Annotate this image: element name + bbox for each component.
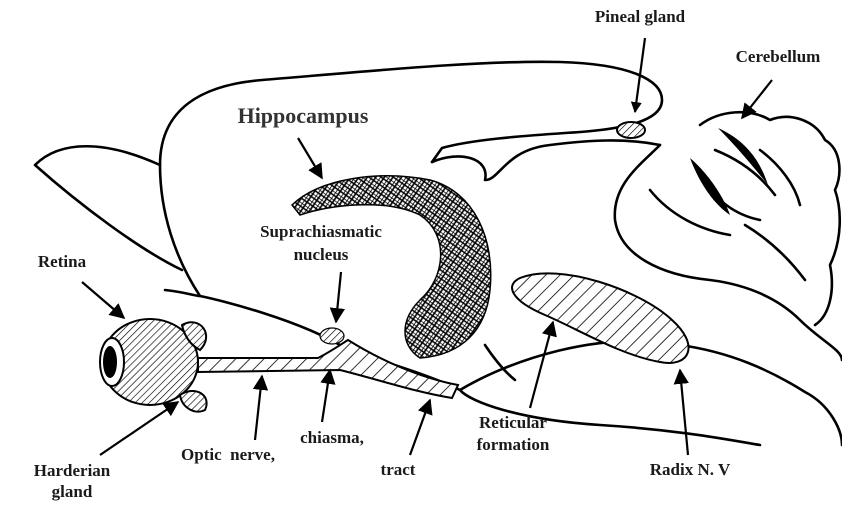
olfactory-bulb-outline: [35, 146, 200, 296]
label-harderian-line2: gland: [52, 482, 93, 501]
label-chiasma: chiasma,: [300, 428, 364, 447]
suprachiasmatic-nucleus-region: [320, 328, 344, 344]
label-optic-nerve: Optic nerve,: [181, 445, 275, 464]
radix-region: [512, 273, 688, 363]
label-pineal-gland: Pineal gland: [595, 7, 686, 26]
cerebellum-folium: [690, 158, 730, 215]
pupil: [103, 346, 117, 378]
chiasma-arrow: [322, 370, 330, 422]
label-reticular-line2: formation: [477, 435, 550, 454]
retina-arrow: [82, 282, 124, 318]
reticular-arrow: [530, 322, 553, 408]
eye: [100, 319, 207, 412]
cerebellum-folium: [718, 128, 768, 185]
hippocampus-region: [292, 176, 491, 358]
hippocampus-arrow: [298, 138, 322, 178]
scn-arrow: [336, 272, 341, 322]
label-harderian-line1: Harderian: [34, 461, 111, 480]
brainstem-outline: [432, 140, 842, 445]
label-suprachiasmatic-line1: Suprachiasmatic: [260, 222, 382, 241]
harderian-gland-lower: [180, 391, 207, 412]
label-retina: Retina: [38, 252, 87, 271]
label-reticular-line1: Reticular: [479, 413, 547, 432]
optic-nerve-arrow: [255, 376, 262, 440]
label-radix: Radix N. V: [650, 460, 731, 479]
tract-arrow: [410, 400, 430, 455]
label-cerebellum: Cerebellum: [736, 47, 821, 66]
label-hippocampus: Hippocampus: [238, 103, 369, 128]
cerebellum-arrow: [742, 80, 772, 118]
label-tract: tract: [381, 460, 416, 479]
label-suprachiasmatic-line2: nucleus: [294, 245, 349, 264]
harderian-arrow: [100, 402, 178, 455]
radix-arrow: [680, 370, 688, 455]
pineal-gland-region: [617, 122, 645, 138]
